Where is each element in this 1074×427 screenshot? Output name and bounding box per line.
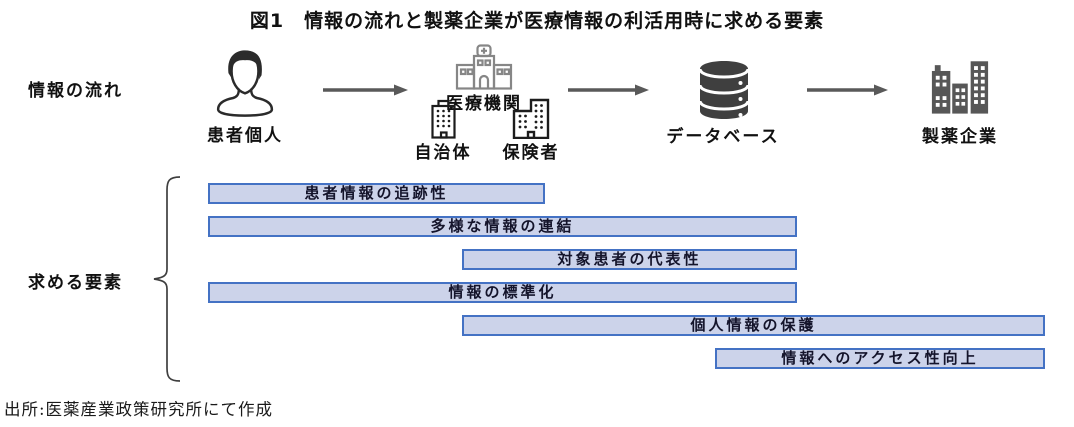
pharma-buildings-icon [929,57,991,114]
node-label-database: データベース [666,127,780,147]
node-label-medical-institution: 医療機関 [446,94,522,114]
elements-row-label: 求める要素 [28,273,123,293]
hospital-icon [455,44,513,90]
flow-arrow-icon [806,84,888,96]
bar-patient-traceability: 患者情報の追跡性 [208,183,545,204]
government-building-icon [428,99,459,139]
curly-brace-icon [150,175,182,383]
bar-label: 個人情報の保護 [690,316,817,334]
source-note: 出所:医薬産業政策研究所にて作成 [4,400,274,419]
bar-access-improvement: 情報へのアクセス性向上 [715,348,1045,369]
bar-label: 多様な情報の連結 [430,217,575,235]
bar-label: 患者情報の追跡性 [304,184,449,202]
bar-label: 情報へのアクセス性向上 [781,349,979,367]
flow-arrow-icon [322,84,408,96]
bar-label: 対象患者の代表性 [557,250,702,268]
person-icon [215,49,275,117]
flow-row-label: 情報の流れ [28,81,123,101]
bar-standardization: 情報の標準化 [208,282,797,303]
bar-personal-info-protection: 個人情報の保護 [462,315,1045,336]
flow-arrow-icon [567,84,649,96]
bar-patient-representativeness: 対象患者の代表性 [462,249,797,270]
insurer-building-icon [511,97,551,139]
figure-title: 図1 情報の流れと製薬企業が医療情報の利活用時に求める要素 [249,10,825,32]
bar-diverse-info-linkage: 多様な情報の連結 [208,216,797,237]
bar-label: 情報の標準化 [448,283,557,301]
database-icon [698,60,750,120]
node-label-patient: 患者個人 [207,126,283,146]
node-label-insurer: 保険者 [502,143,560,163]
node-label-municipality: 自治体 [414,143,472,163]
node-label-pharma-company: 製薬企業 [922,127,998,147]
